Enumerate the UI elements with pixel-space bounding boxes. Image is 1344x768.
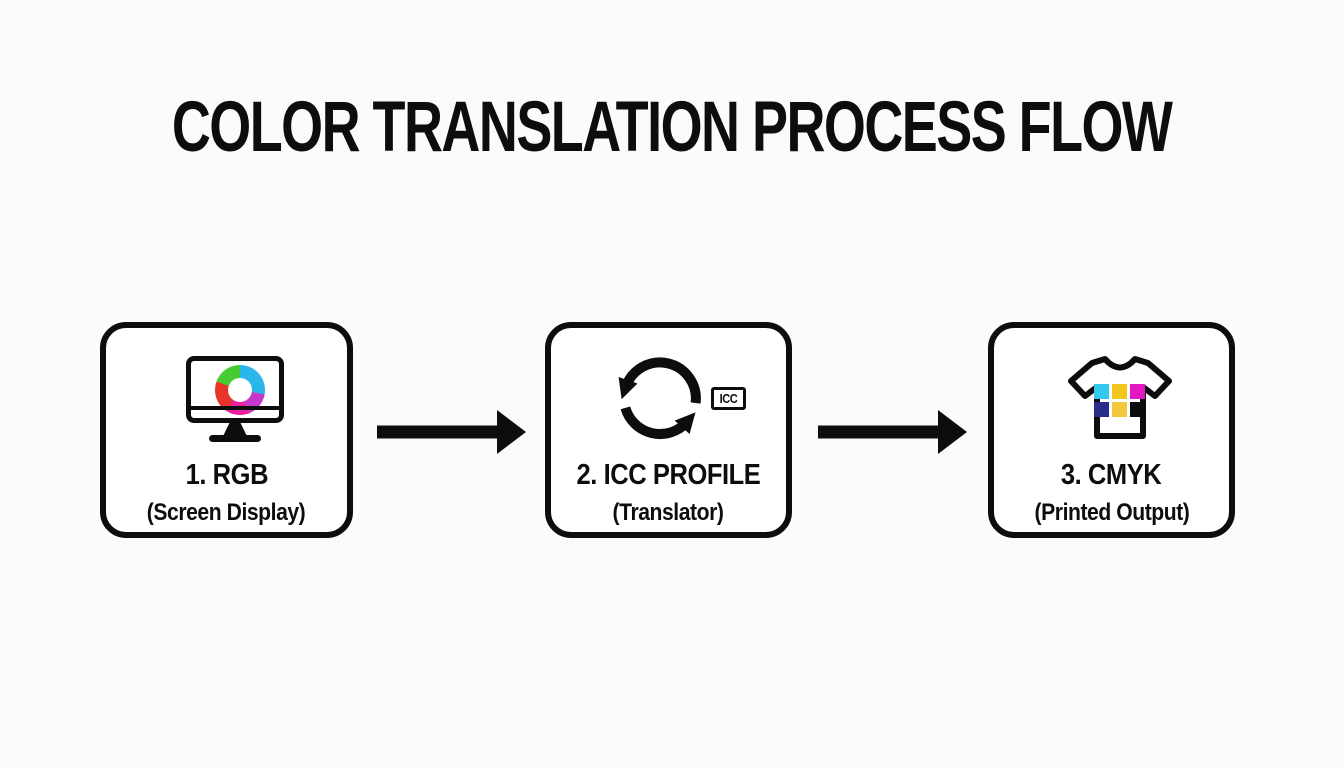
- flow-arrow-2: [818, 410, 967, 454]
- tshirt-icon: [1068, 354, 1172, 443]
- swatch-yellow2: [1112, 402, 1127, 417]
- cmyk-swatch-grid: [1094, 384, 1145, 417]
- monitor-frame: [186, 356, 284, 423]
- step-label: 2. ICC PROFILE: [576, 459, 761, 491]
- step-label: 1. RGB: [185, 459, 268, 491]
- step-sublabel: (Translator): [613, 499, 724, 526]
- icc-badge: ICC: [711, 387, 746, 410]
- step-box-cmyk: 3. CMYK (Printed Output): [988, 322, 1235, 538]
- page-title-text: COLOR TRANSLATION PROCESS FLOW: [172, 88, 1173, 167]
- monitor-stand-base: [209, 435, 261, 442]
- monitor-icon: [186, 356, 284, 442]
- flow-arrow-1: [377, 410, 526, 454]
- step-sublabel: (Printed Output): [1034, 499, 1189, 526]
- step-box-rgb: 1. RGB (Screen Display): [100, 322, 353, 538]
- swatch-black: [1130, 402, 1145, 417]
- step-box-icc-profile: ICC 2. ICC PROFILE (Translator): [545, 322, 792, 538]
- swatch-blue: [1094, 402, 1109, 417]
- sync-arrows-icon: [618, 357, 701, 440]
- step-sublabel: (Screen Display): [147, 499, 306, 526]
- swatch-yellow: [1112, 384, 1127, 399]
- monitor-chin-line: [191, 406, 279, 410]
- page-title: COLOR TRANSLATION PROCESS FLOW: [0, 92, 1344, 163]
- swatch-cyan: [1094, 384, 1109, 399]
- swatch-magenta: [1130, 384, 1145, 399]
- monitor-stand-neck: [223, 422, 247, 435]
- step-label: 3. CMYK: [1061, 459, 1162, 491]
